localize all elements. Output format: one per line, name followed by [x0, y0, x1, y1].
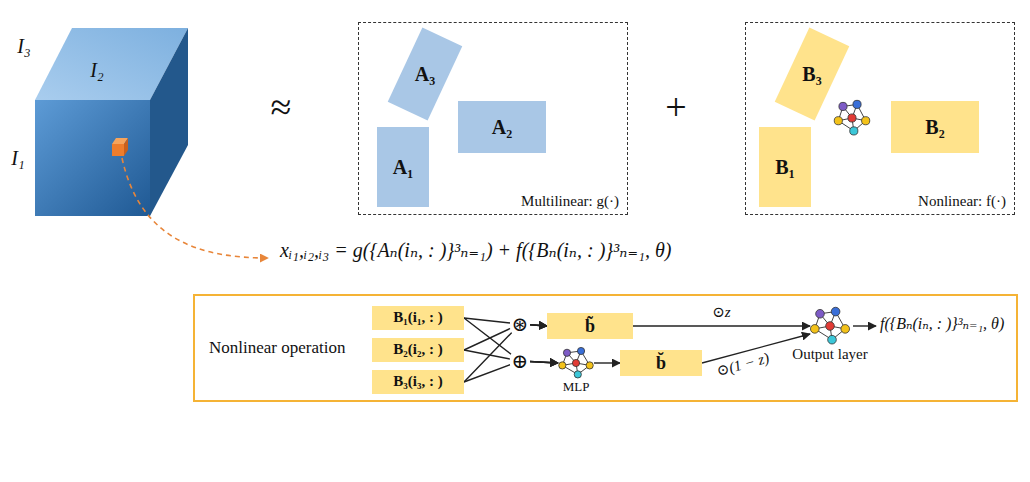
factor-matrix: B₃: [790, 33, 834, 115]
network-unit: [572, 359, 579, 366]
output-layer-network: Output layer: [810, 308, 850, 344]
panel-label: Output layer: [792, 346, 867, 363]
feature-vector: b̆: [620, 350, 702, 376]
network-unit: [574, 371, 581, 378]
panel-label: Nonlinear: f(·): [918, 193, 1006, 210]
box-label: B₃: [802, 63, 821, 86]
network-unit: [862, 117, 870, 125]
flow-arrow: [633, 325, 810, 326]
network-unit: [850, 127, 858, 135]
box-label: B₃(i₃, : ): [393, 373, 442, 390]
network-unit: [841, 325, 850, 334]
network-unit: [834, 117, 842, 125]
box-label: b̃: [585, 316, 595, 337]
concat-operator: ⊕: [510, 350, 531, 373]
flow-arrow: [594, 362, 620, 363]
factor-matrix: A₃: [403, 33, 447, 115]
entry-cube-side: [124, 138, 128, 156]
factor-matrix: A₁: [377, 127, 429, 207]
box-label: b̆: [656, 353, 666, 374]
network-unit: [586, 362, 593, 369]
box-label: B₂: [925, 116, 944, 139]
gate-label: ⊙z: [710, 305, 732, 322]
network-unit: [831, 307, 840, 316]
factor-row: B₃(i₃, : ): [372, 370, 464, 394]
box-label: A₃: [415, 63, 435, 86]
factor-matrix: A₂: [458, 101, 546, 153]
dimension-label: I₁: [11, 147, 25, 170]
hadamard-operator: ⊛: [510, 313, 531, 336]
network-icon: [558, 348, 594, 378]
network-icon: [810, 308, 850, 344]
tensor-side-face: [150, 28, 188, 216]
network-unit: [848, 114, 856, 122]
tensor-front-face: [35, 100, 150, 216]
dimension-label: I₃: [17, 35, 31, 58]
network-unit: [839, 102, 847, 110]
factor-row: B₁(i₁, : ): [372, 306, 464, 330]
box-label: B₁(i₁, : ): [393, 309, 442, 326]
factor-matrix: B₁: [759, 127, 811, 207]
nonlinear-panel: B₃ B₂ B₁ Nonlinear: f(·): [745, 22, 1015, 215]
network-unit: [853, 100, 861, 108]
network-unit: [810, 325, 819, 334]
network-unit: [577, 347, 584, 354]
factor-row: B₂(i₂, : ): [372, 338, 464, 362]
output-expression: f({Bₙ(iₙ, : )}³ₙ₌₁, θ): [880, 315, 1004, 333]
network-icon: [834, 100, 870, 135]
network-unit: [563, 349, 570, 356]
box-label: A₁: [393, 156, 413, 179]
entry-pointer: [122, 158, 268, 258]
mlp-network: MLP: [558, 348, 594, 378]
network-unit: [826, 322, 835, 331]
box-label: B₁: [775, 156, 794, 179]
panel-label: Multilinear: g(·): [521, 193, 619, 210]
network-unit: [559, 362, 566, 369]
factor-matrix: B₂: [891, 101, 979, 153]
nonlinear-operation-panel: B₁(i₁, : ) B₂(i₂, : ) B₃(i₃, : ) b̃ MLP b̆ Out…: [193, 294, 1018, 402]
approx-symbol: ≈: [271, 86, 292, 130]
plus-symbol: +: [665, 86, 686, 130]
box-label: A₂: [492, 116, 512, 139]
feature-vector: b̃: [547, 313, 633, 339]
multilinear-panel: A₃ A₂ A₁ Multilinear: g(·): [358, 22, 628, 215]
entry-cube-front: [112, 144, 124, 156]
dimension-label: I₂: [90, 59, 104, 82]
element-formula: xᵢ₁,ᵢ₂,ᵢ₃ = g({Aₙ(iₙ, : )}³ₙ₌₁) + f({Bₙ(…: [280, 239, 671, 262]
gate-label: ⊙(1 − z): [713, 349, 773, 381]
box-label: B₂(i₂, : ): [393, 341, 442, 358]
network-unit: [816, 309, 825, 318]
network-unit: [828, 335, 837, 344]
panel-label: Nonlinear operation: [209, 338, 345, 358]
output-arrow: [853, 325, 876, 326]
panel-label: MLP: [563, 380, 590, 395]
